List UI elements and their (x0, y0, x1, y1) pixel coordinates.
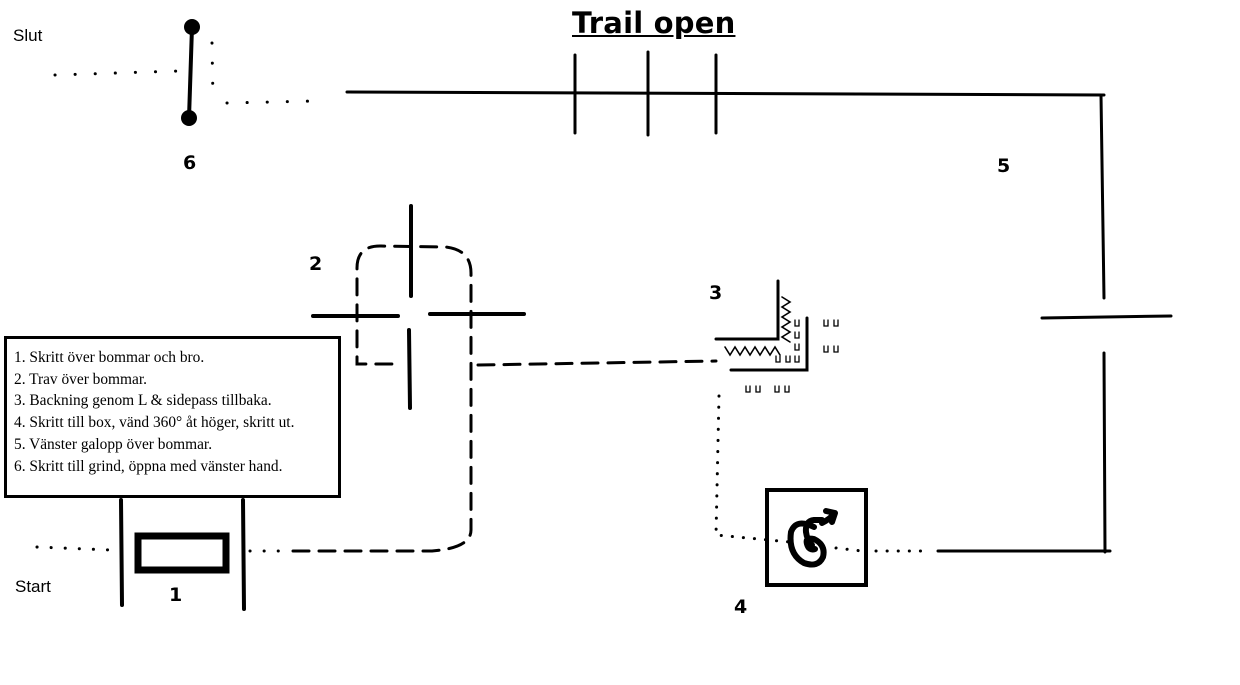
legend-item: 4. Skritt till box, vänd 360° åt höger, … (14, 414, 295, 432)
trail-open-poles (573, 50, 718, 137)
end-label: Slut (13, 26, 43, 45)
station-4-number: 4 (734, 596, 748, 618)
station-6-number: 6 (183, 152, 197, 174)
hoofprints (745, 319, 839, 393)
station-2-number: 2 (309, 253, 323, 275)
exit-path-dotted (53, 41, 317, 105)
station-5-pole (1040, 314, 1173, 320)
trot-path-dashed (291, 244, 718, 553)
start-label: Start (15, 577, 51, 596)
legend-item: 2. Trav över bommar. (14, 370, 147, 388)
route-line-top (345, 90, 1112, 554)
station-3-l-shape (714, 279, 839, 393)
station-1-number: 1 (169, 584, 183, 606)
station-4-box (765, 488, 868, 587)
station-6-gate (181, 19, 200, 126)
station-2-poles (311, 204, 526, 410)
legend-item: 6. Skritt till grind, öppna med vänster … (14, 457, 283, 475)
legend-item: 1. Skritt över bommar och bro. (14, 349, 205, 366)
legend-item: 5. Vänster galopp över bommar. (14, 435, 213, 453)
diagram-title: Trail open (572, 6, 736, 40)
station-1-bridge (119, 498, 246, 611)
walk-path-dotted (714, 394, 932, 553)
station-5-number: 5 (997, 155, 1011, 177)
station-3-number: 3 (709, 282, 723, 304)
legend-item: 3. Backning genom L & sidepass tillbaka. (14, 392, 272, 410)
instructions-legend: 1. Skritt över bommar och bro. 2. Trav ö… (4, 336, 341, 498)
start-path-dotted (35, 545, 292, 553)
